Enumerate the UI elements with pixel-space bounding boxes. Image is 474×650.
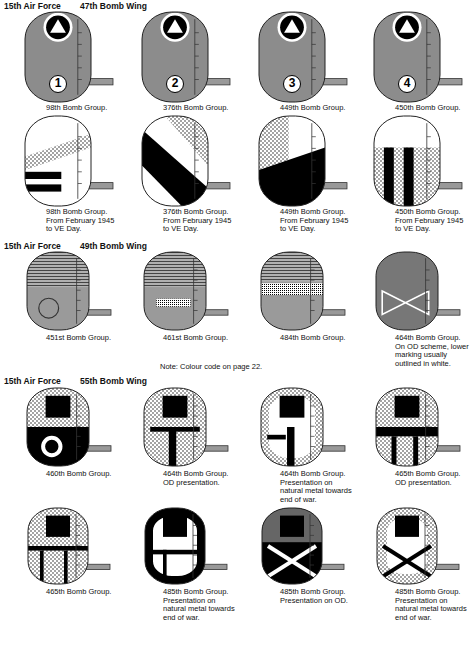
tail-marking: [377, 508, 437, 584]
number-circle: 1: [49, 75, 67, 93]
number-circle: 4: [398, 75, 416, 93]
group-number: 3: [289, 76, 296, 90]
group-caption: 465th Bomb Group.: [46, 588, 122, 597]
wing-heading: 15th Air Force: [4, 376, 61, 386]
group-caption: 484th Bomb Group.: [280, 334, 356, 343]
tail-marking: [261, 252, 323, 330]
tail-marking: [28, 508, 88, 584]
group-caption: 449th Bomb Group.: [280, 104, 356, 113]
group-caption: 461st Bomb Group.: [163, 334, 239, 343]
wing-heading: 15th Air Force: [4, 241, 61, 251]
group-caption: 450th Bomb Group. From February 1945 to …: [395, 208, 470, 234]
tail-marking: [25, 12, 91, 102]
tail-fin: [376, 388, 460, 466]
tail-fin: [28, 508, 110, 584]
tail-fin: [259, 12, 347, 102]
tail-marking: [27, 388, 89, 466]
tail-fin: [144, 252, 228, 330]
group-caption: 98th Bomb Group. From February 1945 to V…: [46, 208, 122, 234]
note: Note: Colour code on page 22.: [160, 362, 262, 371]
group-caption: 464th Bomb Group. On OD scheme, lower ma…: [395, 334, 470, 368]
tail-marking: [144, 388, 206, 466]
wing-heading: 47th Bomb Wing: [80, 1, 147, 11]
tail-fin: [142, 12, 230, 102]
tail-marking: [144, 252, 206, 330]
tail-marking: [142, 116, 208, 206]
tail-marking: [374, 116, 440, 206]
group-number: 4: [404, 76, 411, 90]
group-caption: 98th Bomb Group.: [46, 104, 122, 113]
tail-marking: [259, 12, 325, 102]
tail-fin: [142, 116, 230, 206]
tail-fin: [374, 116, 462, 206]
tail-marking: [142, 12, 208, 102]
group-caption: 485th Bomb Group. Presentation on OD.: [280, 588, 356, 605]
group-caption: 376th Bomb Group.: [163, 104, 239, 113]
tail-marking: [376, 252, 438, 330]
tail-marking: [261, 388, 323, 466]
group-caption: 376th Bomb Group. From February 1945 to …: [163, 208, 239, 234]
group-caption: 464th Bomb Group. OD presentation.: [163, 470, 239, 487]
tail-marking: [27, 252, 89, 330]
wing-heading: 55th Bomb Wing: [80, 376, 147, 386]
tail-marking: [376, 388, 438, 466]
tail-fin: [261, 252, 345, 330]
tail-fin: [27, 252, 111, 330]
tail-marking: [25, 116, 91, 206]
group-caption: 465th Bomb Group. OD presentation.: [395, 470, 470, 487]
tail-marking: [259, 116, 325, 206]
group-caption: 450th Bomb Group.: [395, 104, 470, 113]
wing-heading: 49th Bomb Wing: [80, 241, 147, 251]
group-caption: 485th Bomb Group. Presentation on natura…: [395, 588, 470, 622]
number-circle: 3: [283, 75, 301, 93]
tail-fin: [25, 116, 113, 206]
group-number: 1: [55, 76, 62, 90]
tail-marking: [145, 508, 205, 584]
tail-marking: [262, 508, 322, 584]
wing-heading: 15th Air Force: [4, 1, 61, 11]
tail-fin: [262, 508, 344, 584]
tail-fin: [261, 388, 345, 466]
number-circle: 2: [166, 75, 184, 93]
tail-fin: [376, 252, 460, 330]
tail-fin: [259, 116, 347, 206]
group-caption: 464th Bomb Group. Presentation on natura…: [280, 470, 356, 504]
group-caption: 449th Bomb Group. From February 1945 to …: [280, 208, 356, 234]
tail-marking: [374, 12, 440, 102]
tail-fin: [25, 12, 113, 102]
tail-fin: [27, 388, 111, 466]
tail-fin: [374, 12, 462, 102]
tail-fin: [377, 508, 459, 584]
tail-fin: [144, 388, 228, 466]
group-caption: 485th Bomb Group. Presentation on natura…: [163, 588, 239, 622]
group-caption: 460th Bomb Group.: [46, 470, 122, 479]
group-caption: 451st Bomb Group.: [46, 334, 122, 343]
group-number: 2: [172, 76, 179, 90]
tail-fin: [145, 508, 227, 584]
